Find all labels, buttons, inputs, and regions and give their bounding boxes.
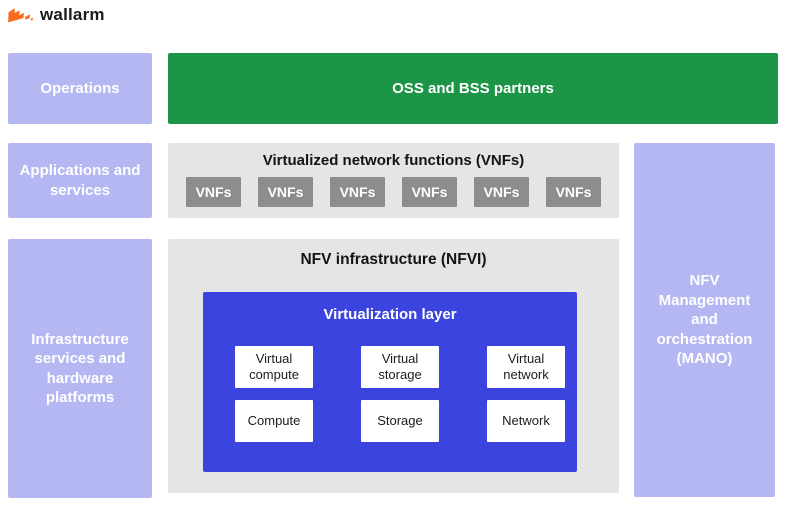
virtual-storage-card: Virtual storage: [361, 346, 439, 388]
applications-services-block: Applications and services: [8, 143, 152, 218]
vnf-chip-row: VNFs VNFs VNFs VNFs VNFs VNFs: [186, 177, 601, 207]
mano-label: NFV Management and orchestration (MANO): [656, 272, 753, 368]
wallarm-logo: wallarm: [8, 5, 105, 25]
nfvi-section: NFV infrastructure (NFVI) Virtualization…: [168, 239, 619, 493]
nfvi-section-title: NFV infrastructure (NFVI): [300, 251, 487, 268]
oss-bss-partners-label: OSS and BSS partners: [392, 80, 554, 97]
network-card: Network: [487, 400, 565, 442]
vnf-chip: VNFs: [474, 177, 529, 207]
wallarm-flame-icon: [8, 7, 33, 24]
vnf-chip: VNFs: [546, 177, 601, 207]
vnf-chip: VNFs: [402, 177, 457, 207]
infrastructure-block: Infrastructure services and hardware pla…: [8, 239, 152, 498]
applications-services-label: Applications and services: [19, 162, 141, 199]
oss-bss-partners-block: OSS and BSS partners: [168, 53, 778, 124]
vnf-chip: VNFs: [330, 177, 385, 207]
virtualization-layer-block: Virtualization layer Virtual compute Vir…: [203, 292, 577, 472]
operations-label: Operations: [40, 79, 120, 97]
compute-card: Compute: [235, 400, 313, 442]
operations-block: Operations: [8, 53, 152, 124]
vnf-section-title: Virtualized network functions (VNFs): [262, 152, 525, 169]
infrastructure-label: Infrastructure services and hardware pla…: [31, 330, 129, 407]
vnf-section: Virtualized network functions (VNFs) VNF…: [168, 143, 619, 218]
virtual-network-card: Virtual network: [487, 346, 565, 388]
mano-block: NFV Management and orchestration (MANO): [634, 143, 775, 497]
vnf-chip: VNFs: [186, 177, 241, 207]
virtualization-layer-title: Virtualization layer: [323, 306, 457, 323]
storage-card: Storage: [361, 400, 439, 442]
virtual-compute-card: Virtual compute: [235, 346, 313, 388]
vnf-chip: VNFs: [258, 177, 313, 207]
wallarm-wordmark: wallarm: [40, 5, 105, 24]
